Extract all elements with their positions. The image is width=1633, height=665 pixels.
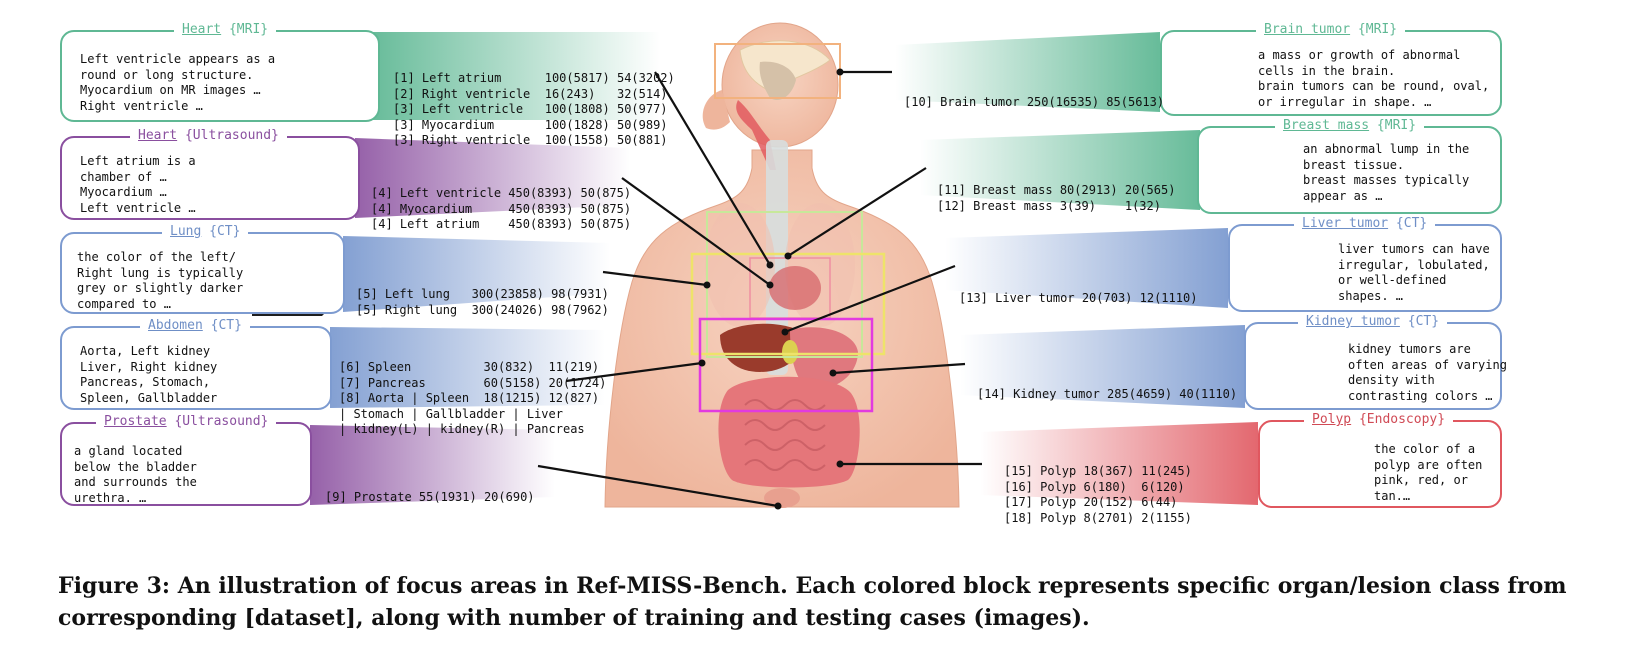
- stats-prostate-us: [9] Prostate 55(1931) 20(690): [325, 490, 535, 504]
- stats-liver-ct: [13] Liver tumor 20(703) 12(1110): [959, 291, 1198, 305]
- dataset-modality: {CT}: [1407, 314, 1440, 329]
- band-heart-us: [355, 138, 630, 218]
- figure-caption: Figure 3: An illustration of focus areas…: [58, 573, 1567, 631]
- band-liver-ct: [945, 228, 1228, 308]
- band-lung-ct: [343, 236, 610, 312]
- organ-name: Heart: [138, 128, 178, 143]
- stats-heart-us: [4] Left ventricle 450(8393) 50(875)[4] …: [371, 186, 632, 231]
- card-breast-mri: Breast mass {MRI} an abnormal lump in th…: [1197, 118, 1502, 214]
- band-heart-mri: [370, 32, 660, 120]
- card-title: Breast mass {MRI}: [1275, 118, 1425, 134]
- body-illustration: [604, 22, 960, 508]
- connector-lines: [537, 70, 982, 508]
- band-brain-mri: [895, 32, 1160, 112]
- organ-name: Heart: [182, 22, 222, 37]
- card-brain-mri: Brain tumor {MRI} a mass or growth of ab…: [1160, 22, 1502, 116]
- band-prostate-us: [310, 425, 555, 505]
- dataset-modality: {CT}: [210, 318, 242, 333]
- stats-breast-mri: [11] Breast mass 80(2913) 20(565)[12] Br…: [937, 183, 1176, 213]
- card-title: Heart {MRI}: [174, 22, 277, 38]
- card-title: Prostate {Ultrasound}: [96, 414, 277, 430]
- card-title: Liver tumor {CT}: [1294, 216, 1436, 232]
- card-title: Lung {CT}: [162, 224, 249, 240]
- dataset-modality: {MRI}: [1357, 22, 1398, 37]
- band-kidney-ct: [960, 325, 1245, 408]
- card-title: Kidney tumor {CT}: [1298, 314, 1448, 330]
- stats-abdomen-ct: [6] Spleen 30(832) 11(219)[7] Pancreas 6…: [339, 360, 607, 436]
- band-polyp-endo: [980, 422, 1258, 505]
- stats-kidney-ct: [14] Kidney tumor 285(4659) 40(1110): [977, 387, 1238, 401]
- stats-brain-mri: [10] Brain tumor 250(16535) 85(5613): [904, 95, 1165, 109]
- band-breast-mri: [920, 130, 1200, 210]
- organ-name: Abdomen: [148, 318, 203, 333]
- card-title: Brain tumor {MRI}: [1256, 22, 1406, 38]
- card-title: Abdomen {CT}: [140, 318, 250, 334]
- dataset-modality: {Ultrasound}: [174, 414, 269, 429]
- organ-name: Prostate: [104, 414, 167, 429]
- dataset-modality: {MRI}: [228, 22, 269, 37]
- organ-name: Breast mass: [1283, 118, 1370, 133]
- organ-name: Lung: [170, 224, 202, 239]
- organ-name: Liver tumor: [1302, 216, 1389, 231]
- stats-polyp-endo: [15] Polyp 18(367) 11(245)[16] Polyp 6(1…: [1004, 464, 1192, 525]
- stats-heart-mri: [1] Left atrium 100(5817) 54(3202)[2] Ri…: [393, 71, 675, 147]
- dataset-modality: {CT}: [209, 224, 241, 239]
- dataset-modality: {Endoscopy}: [1358, 412, 1446, 427]
- organ-name: Brain tumor: [1264, 22, 1351, 37]
- organ-name: Polyp: [1312, 412, 1352, 427]
- dataset-modality: {Ultrasound}: [184, 128, 279, 143]
- organ-name: Kidney tumor: [1306, 314, 1400, 329]
- card-title: Heart {Ultrasound}: [130, 128, 287, 144]
- card-title: Polyp {Endoscopy}: [1304, 412, 1454, 428]
- dataset-modality: {CT}: [1395, 216, 1428, 231]
- stats-lung-ct: [5] Left lung 300(23858) 98(7931)[5] Rig…: [356, 287, 609, 317]
- dataset-modality: {MRI}: [1376, 118, 1417, 133]
- description: the color of the left/Right lung is typi…: [77, 250, 244, 311]
- band-abdomen-ct: [330, 327, 605, 408]
- card-lung-ct: Lung {CT} the color of the left/Right lu…: [60, 224, 345, 314]
